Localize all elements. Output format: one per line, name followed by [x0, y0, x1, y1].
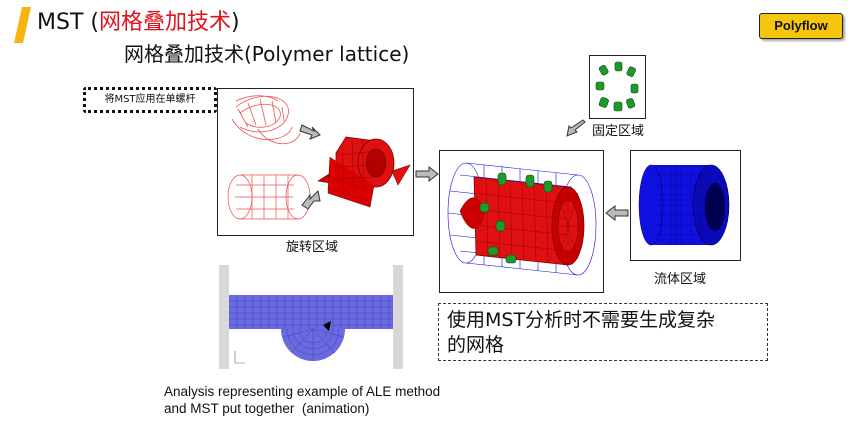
fixed-to-result-arrow [566, 119, 586, 137]
fluid-region-label: 流体区域 [654, 272, 707, 287]
rotating-region-label: 旋转区域 [286, 240, 339, 255]
title-prefix: MST ( [37, 10, 99, 35]
merge-arrows [299, 124, 321, 210]
title-accent-bar [14, 7, 31, 43]
combined-result-panel [439, 150, 604, 293]
page-subtitle: 网格叠加技术(Polymer lattice) [124, 42, 410, 66]
title-highlight: 网格叠加技术 [98, 10, 231, 35]
note-box: 将MST应用在单螺杆 [83, 87, 217, 113]
rotating-region-mesh-illustration [227, 95, 411, 220]
combined-red-mesh [317, 136, 411, 208]
fluid-to-result-arrow [605, 205, 629, 221]
barrel-mesh [227, 174, 311, 220]
callout-line-1: 使用MST分析时不需要生成复杂 [447, 309, 716, 331]
callout-line-2: 的网格 [447, 334, 505, 356]
title-suffix: ) [230, 10, 240, 35]
combined-red-body [459, 176, 585, 266]
caption-line-1: Analysis representing example of ALE met… [164, 384, 441, 399]
ale-mesh-illustration [229, 265, 393, 369]
rotating-to-result-arrow [415, 166, 439, 182]
animation-caption: Analysis representing example of ALE met… [164, 383, 440, 417]
callout-box: 使用MST分析时不需要生成复杂 的网格 [438, 303, 768, 361]
page-title: MST (网格叠加技术) [37, 4, 240, 36]
ale-simulation-panel [219, 265, 403, 369]
caption-line-2: and MST put together (animation) [164, 401, 370, 416]
polyflow-badge: Polyflow [759, 13, 843, 39]
fixed-region-label: 固定区域 [592, 124, 645, 139]
rotating-region-panel [217, 88, 414, 236]
fluid-region-panel [630, 150, 741, 261]
fluid-cylinder-illustration [638, 164, 730, 246]
fixed-region-panel [589, 55, 646, 119]
fixed-pins-illustration [595, 61, 639, 112]
screw-mesh [231, 95, 301, 145]
combined-mesh-illustration [447, 162, 597, 276]
